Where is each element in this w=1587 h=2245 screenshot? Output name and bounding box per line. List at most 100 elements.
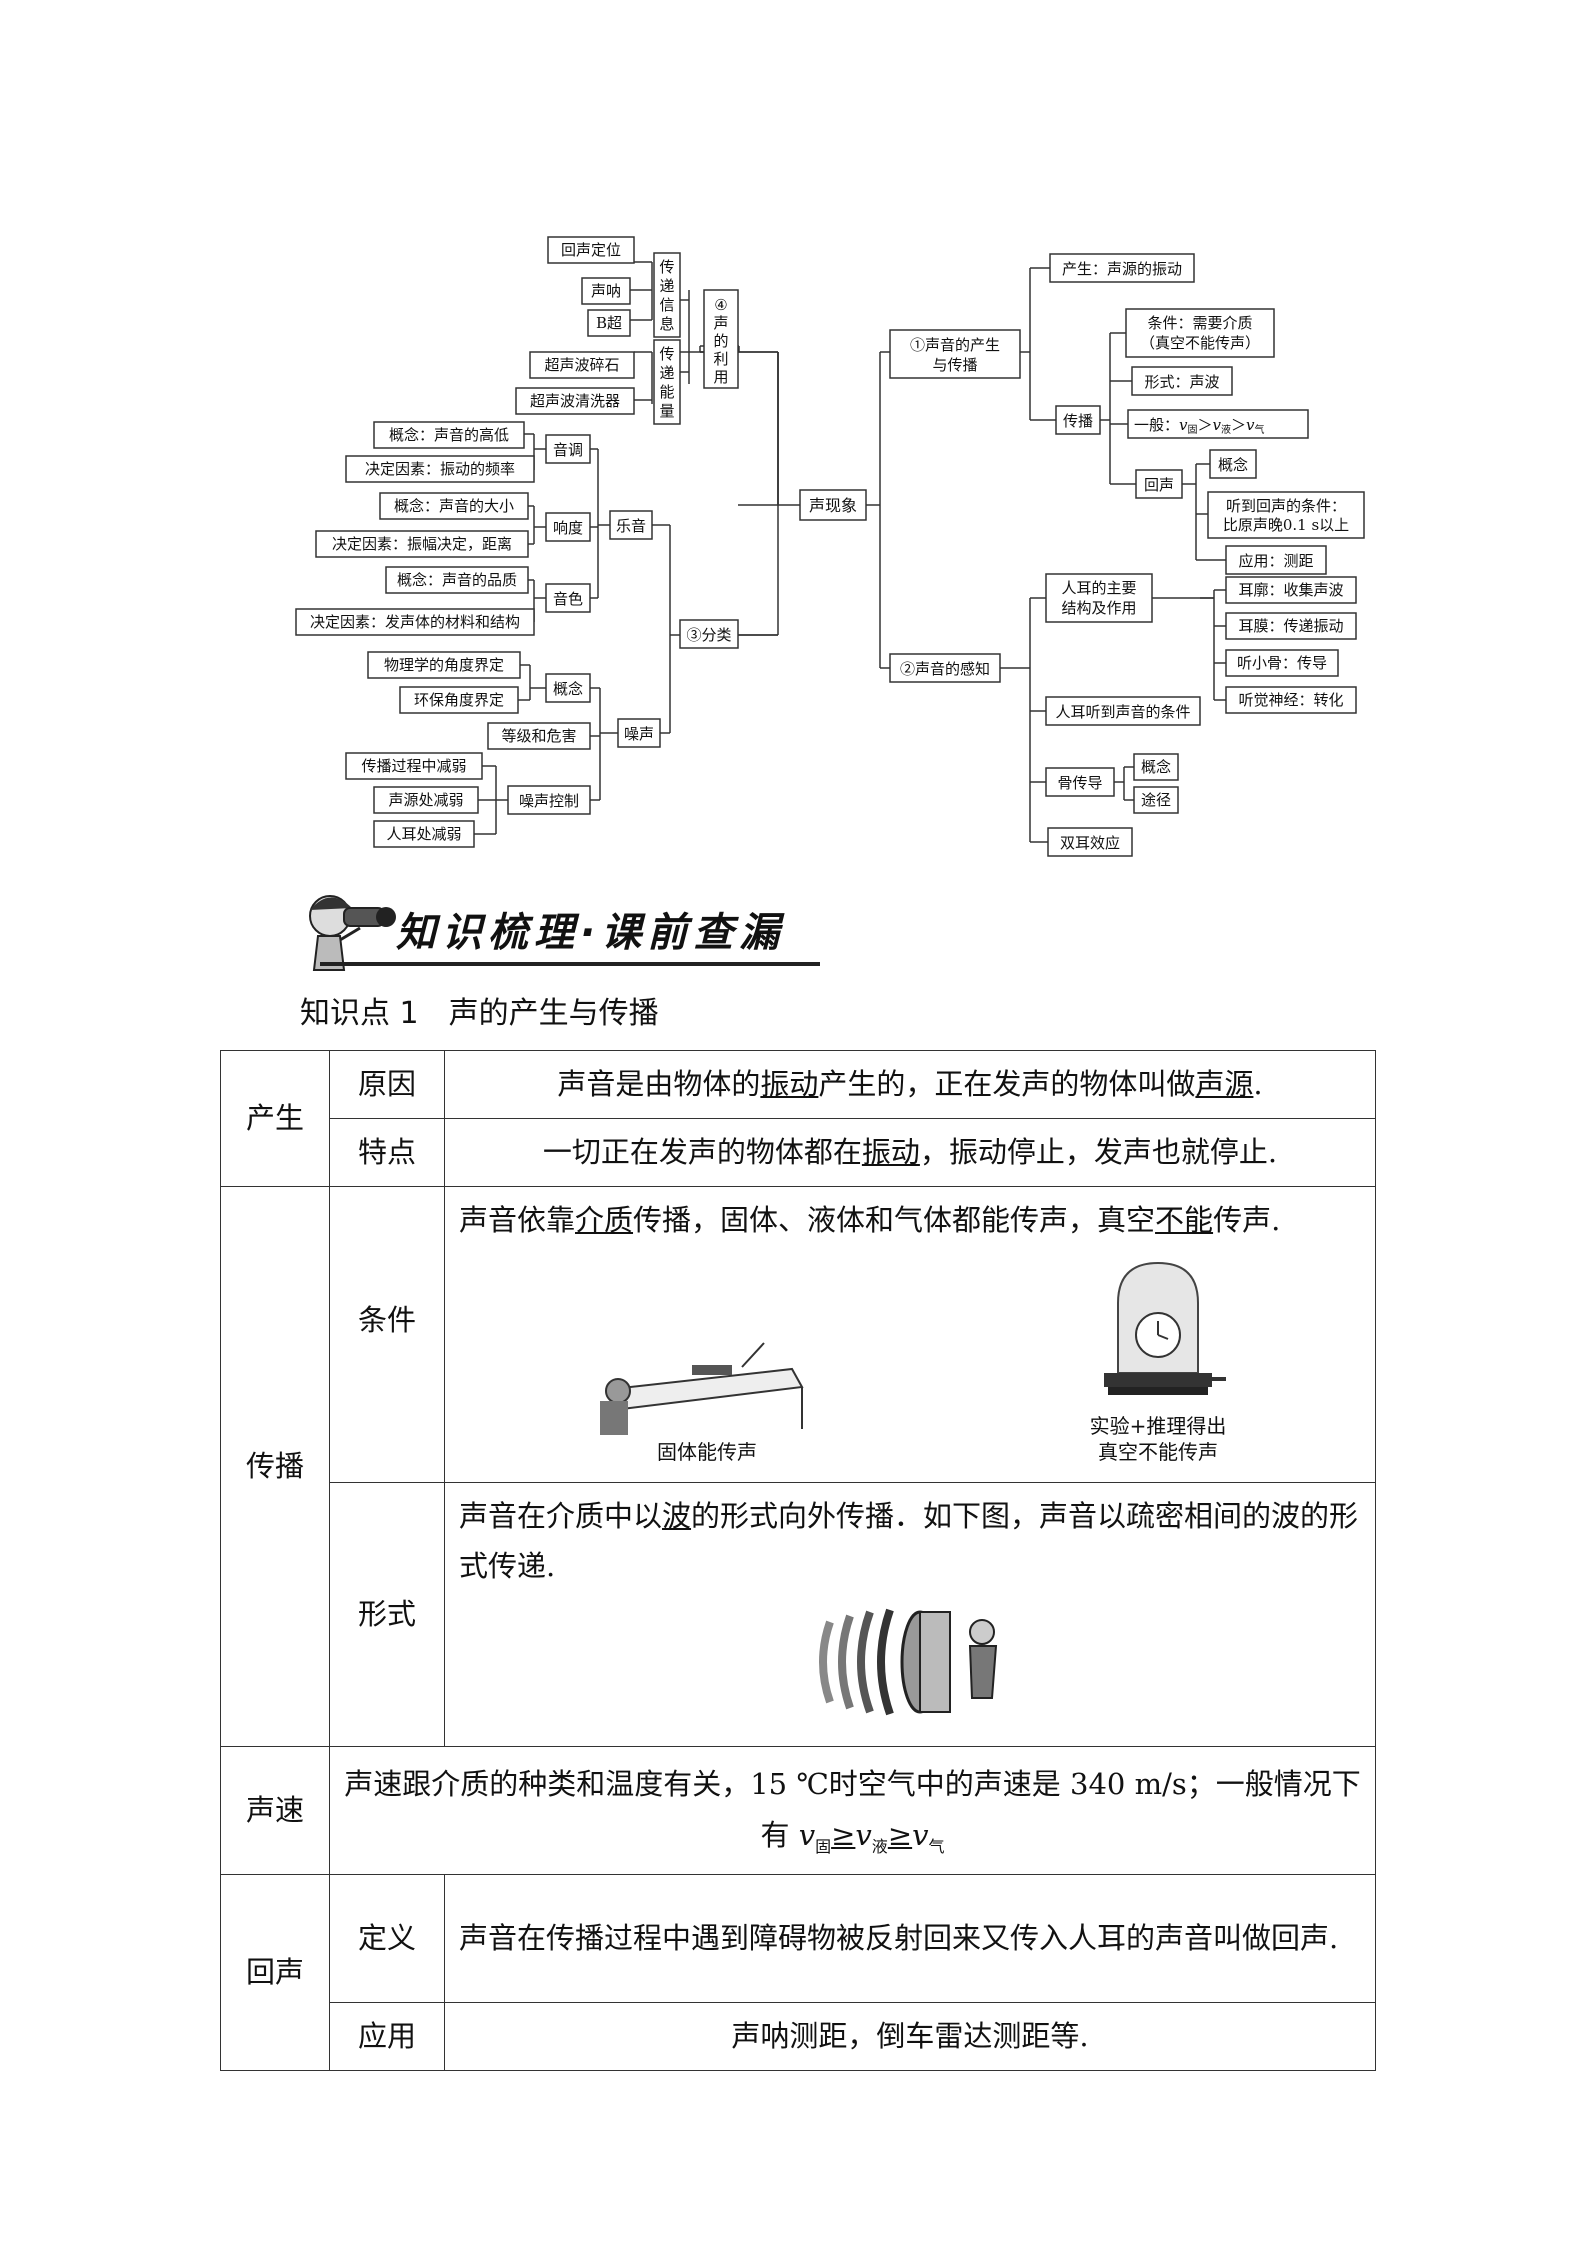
mm-echo-use-box bbox=[1225, 545, 1327, 575]
mm-item-box bbox=[345, 455, 535, 483]
mm-noise-box bbox=[617, 718, 661, 748]
mm-cause: 产生：声源的振动 bbox=[1062, 260, 1182, 278]
figure-solid: 固体能传声 bbox=[592, 1329, 822, 1465]
mm-bone-item-box bbox=[1133, 786, 1179, 814]
mm-energy-item-box bbox=[515, 387, 635, 415]
mm-item: 决定因素：发声体的材料和结构 bbox=[310, 613, 520, 631]
banner-title: 知识梳理·课前查漏 bbox=[396, 910, 786, 956]
table-row: 回声 定义 声音在传播过程中遇到障碍物被反射回来又传入人耳的声音叫做回声. bbox=[220, 1873, 1376, 2071]
mm-energy-label: 传递能量 bbox=[659, 345, 674, 420]
mm-ear-item-box bbox=[1225, 576, 1357, 604]
mm-noise: 噪声 bbox=[624, 725, 654, 743]
cell-label: 定义 bbox=[329, 1873, 445, 2003]
mm-pitch: 音调 bbox=[553, 441, 583, 459]
cell-label: 应用 bbox=[329, 2001, 445, 2071]
figure-caption: 固体能传声 bbox=[657, 1440, 757, 1465]
mm-item: 物理学的角度界定 bbox=[384, 656, 504, 674]
mm-item-box bbox=[345, 752, 483, 780]
mm-classify: ③分类 bbox=[686, 626, 731, 644]
mm-hear: 人耳听到声音的条件 bbox=[1055, 703, 1190, 721]
cell-text: 声音是由物体的振动产生的，正在发声的物体叫做声源. bbox=[444, 1050, 1376, 1119]
mm-echo-cond-2: 比原声晚0.1 s以上 bbox=[1223, 516, 1349, 534]
table-row: 声速 声速跟介质的种类和温度有关，15 ℃时空气中的声速是 340 m/s；一般… bbox=[220, 1745, 1376, 1875]
mm-produce-1: ①声音的产生 bbox=[910, 336, 1000, 354]
mm-item: 决定因素：振动的频率 bbox=[365, 460, 515, 478]
mm-noise-concept-box bbox=[545, 673, 591, 703]
cell-text: 声速跟介质的种类和温度有关，15 ℃时空气中的声速是 340 m/s；一般情况下… bbox=[329, 1745, 1376, 1875]
mm-general: 一般：v固＞v液＞v气 bbox=[1134, 416, 1265, 436]
mm-produce-box bbox=[889, 329, 1021, 379]
mm-ear-item-box bbox=[1225, 612, 1357, 640]
mm-item-box bbox=[385, 566, 529, 594]
student-table-illustration bbox=[600, 1342, 804, 1436]
mm-echo-concept: 概念 bbox=[1218, 456, 1248, 474]
row-label-spread: 传播 bbox=[220, 1185, 330, 1747]
mm-spread: 传播 bbox=[1063, 412, 1093, 430]
mm-energy-box bbox=[653, 339, 681, 425]
mm-noise-control: 噪声控制 bbox=[519, 792, 579, 810]
mm-use-box bbox=[703, 289, 739, 389]
mm-bone-item: 概念 bbox=[1141, 758, 1171, 776]
mm-ear-item: 耳廓：收集声波 bbox=[1238, 581, 1343, 599]
mm-item: 概念：声音的高低 bbox=[389, 426, 509, 444]
mm-info-item-box bbox=[547, 236, 635, 264]
mm-ear-item: 耳膜：传递振动 bbox=[1238, 617, 1343, 635]
mm-echo-cond-box bbox=[1207, 491, 1365, 539]
figure-caption: 真空不能传声 bbox=[1098, 1440, 1218, 1465]
mm-music: 乐音 bbox=[616, 517, 646, 535]
mm-ear-item: 听小骨：传导 bbox=[1237, 654, 1327, 672]
mm-item-box bbox=[373, 820, 475, 848]
mm-timbre: 音色 bbox=[553, 590, 583, 608]
mm-item: 概念：声音的大小 bbox=[394, 497, 514, 515]
cell-label: 形式 bbox=[329, 1481, 445, 1747]
mm-item: 传播过程中减弱 bbox=[361, 757, 466, 775]
mm-cond-box bbox=[1125, 308, 1275, 358]
row-label-speed: 声速 bbox=[220, 1745, 330, 1875]
mm-bone: 骨传导 bbox=[1057, 774, 1102, 792]
mm-spread-box bbox=[1055, 405, 1101, 435]
mm-ear-2: 结构及作用 bbox=[1061, 599, 1136, 617]
mm-echo-cond-1: 听到回声的条件： bbox=[1226, 497, 1346, 515]
mm-info-item: B超 bbox=[596, 314, 622, 332]
cell-label: 原因 bbox=[329, 1050, 445, 1119]
section-number: 知识点 1 bbox=[300, 996, 419, 1031]
student-telescope-icon bbox=[309, 895, 396, 971]
mm-noise-level: 等级和危害 bbox=[501, 727, 576, 745]
mm-item: 声源处减弱 bbox=[388, 791, 463, 809]
banner-underline bbox=[320, 962, 820, 966]
cell-text: 声呐测距，倒车雷达测距等. bbox=[444, 2001, 1376, 2071]
row-label-produce: 产生 bbox=[220, 1050, 330, 1187]
table-row: 传播 条件 声音依靠介质传播，固体、液体和气体都能传声，真空不能传声. 固体能传… bbox=[220, 1185, 1376, 1747]
mm-item-box bbox=[373, 786, 479, 814]
table-row: 形式 声音在介质中以波的形式向外传播．如下图，声音以疏密相间的波的形式传递. bbox=[221, 1481, 1376, 1747]
mm-info-item-box bbox=[581, 277, 631, 305]
mm-classify-box bbox=[679, 619, 739, 649]
figure-vacuum: 实验+推理得出 真空不能传声 bbox=[1088, 1253, 1228, 1465]
mm-item-box bbox=[399, 686, 519, 714]
mm-pitch-box bbox=[545, 434, 591, 464]
mm-item-box bbox=[379, 492, 529, 520]
mm-info-label: 传递信息 bbox=[659, 258, 674, 333]
cell-text: 声音在介质中以波的形式向外传播．如下图，声音以疏密相间的波的形式传递. bbox=[444, 1481, 1376, 1747]
mm-info-box bbox=[653, 252, 681, 338]
mm-produce-2: 与传播 bbox=[932, 356, 977, 374]
mm-root-box bbox=[799, 489, 867, 521]
mm-bone-item-box bbox=[1133, 753, 1179, 781]
mm-general-box bbox=[1127, 409, 1309, 439]
mm-ear-item-box bbox=[1225, 649, 1339, 677]
mm-noise-level-box bbox=[487, 722, 591, 750]
knowledge-table: 产生 原因 声音是由物体的振动产生的，正在发声的物体叫做声源. 特点 一切正在发… bbox=[220, 1050, 1376, 2071]
mm-bone-box bbox=[1045, 767, 1115, 797]
cell-label: 特点 bbox=[329, 1117, 445, 1187]
mm-echo-box bbox=[1135, 469, 1183, 499]
mm-loud-box bbox=[545, 512, 591, 542]
bell-jar-illustration bbox=[1104, 1262, 1226, 1396]
figure-caption: 实验+推理得出 bbox=[1089, 1414, 1227, 1439]
mm-binaural-box bbox=[1047, 827, 1133, 857]
row-label-echo: 回声 bbox=[220, 1873, 330, 2071]
mm-perceive: ②声音的感知 bbox=[900, 660, 990, 678]
mm-form-box bbox=[1131, 366, 1233, 396]
mm-timbre-box bbox=[545, 583, 591, 613]
mm-item-box bbox=[373, 421, 525, 449]
